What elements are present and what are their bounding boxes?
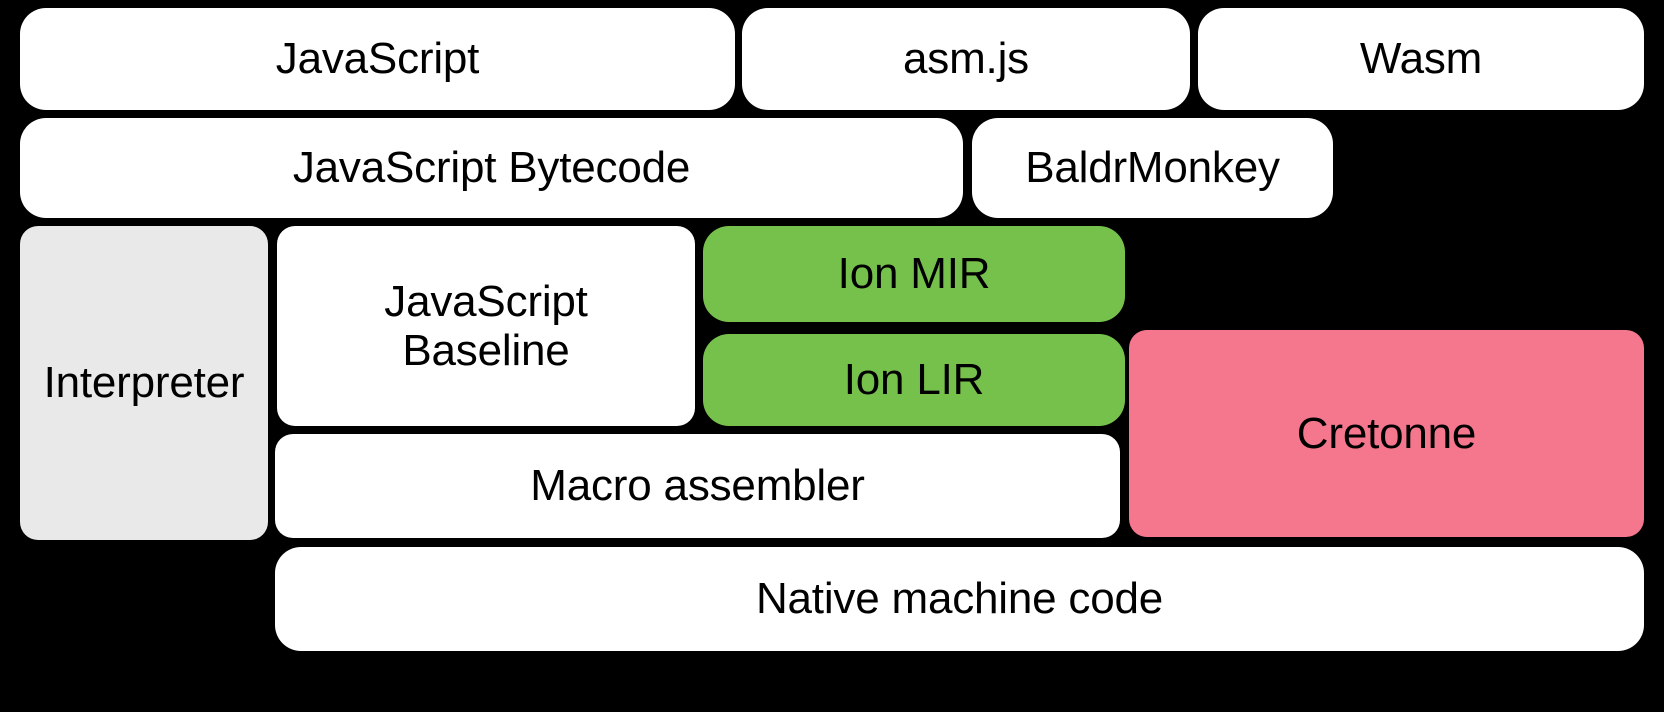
node-baldrmonkey[interactable]: BaldrMonkey [972, 118, 1333, 218]
node-ion-mir-label: Ion MIR [837, 249, 991, 299]
node-ion-mir[interactable]: Ion MIR [703, 226, 1125, 322]
node-interpreter[interactable]: Interpreter [20, 226, 268, 540]
node-javascript-baseline[interactable]: JavaScript Baseline [277, 226, 695, 426]
node-native-machine-code[interactable]: Native machine code [275, 547, 1644, 651]
node-ion-lir[interactable]: Ion LIR [703, 334, 1125, 426]
node-asmjs-label: asm.js [903, 34, 1029, 84]
node-javascript-bytecode-label: JavaScript Bytecode [292, 143, 691, 193]
node-javascript-label: JavaScript [275, 34, 480, 84]
node-macro-assembler[interactable]: Macro assembler [275, 434, 1120, 538]
node-native-machine-code-label: Native machine code [755, 574, 1164, 624]
node-ion-lir-label: Ion LIR [843, 355, 985, 405]
node-javascript-bytecode[interactable]: JavaScript Bytecode [20, 118, 963, 218]
node-asmjs[interactable]: asm.js [742, 8, 1190, 110]
node-wasm[interactable]: Wasm [1198, 8, 1644, 110]
node-baldrmonkey-label: BaldrMonkey [1025, 143, 1280, 193]
node-javascript[interactable]: JavaScript [20, 8, 735, 110]
node-interpreter-label: Interpreter [43, 358, 245, 408]
node-cretonne-label: Cretonne [1296, 408, 1477, 458]
node-wasm-label: Wasm [1359, 34, 1483, 84]
node-macro-assembler-label: Macro assembler [530, 461, 865, 511]
node-cretonne[interactable]: Cretonne [1129, 330, 1644, 537]
node-javascript-baseline-label: JavaScript Baseline [384, 276, 588, 375]
